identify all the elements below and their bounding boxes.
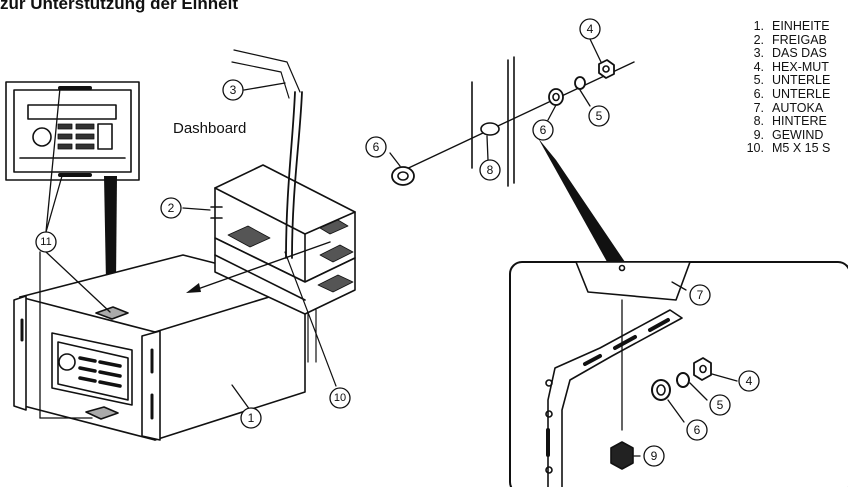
legend-item: 5. UNTERLE <box>738 73 831 88</box>
threaded-bolt <box>399 61 635 173</box>
legend-item: 3. DAS DAS <box>738 47 830 61</box>
callout-6-rod: 6 <box>540 123 547 137</box>
pointer-wedge-top <box>104 176 117 282</box>
callout-6-detail: 6 <box>694 423 701 437</box>
callout-3: 3 <box>230 83 237 97</box>
washer-middle <box>391 166 415 186</box>
legend-num: 9. <box>753 127 764 142</box>
legend-text: M5 X 15 S <box>772 141 831 156</box>
legend-text: DAS DAS <box>772 46 827 61</box>
callout-11: 11 <box>40 236 51 248</box>
callout-6: 6 <box>373 140 380 154</box>
legend-text: HINTERE <box>772 114 827 129</box>
callout-1: 1 <box>248 411 255 425</box>
legend-num: 5. <box>753 73 764 88</box>
pointer-wedge-detail <box>538 138 625 269</box>
callout-7: 7 <box>697 288 704 302</box>
dashboard-label: Dashboard <box>173 120 247 137</box>
legend-item: 9. GEWIND <box>738 127 830 143</box>
legend-item: 6. UNTERLE <box>738 86 831 102</box>
legend-item: 2. FREIGAB <box>738 32 830 48</box>
dashboard-edges <box>231 49 317 363</box>
legend-item: 4. HEX-MUT <box>738 59 830 75</box>
legend-num: 8. <box>753 114 764 129</box>
legend-num: 2. <box>753 32 764 47</box>
callout-11-leaders <box>39 87 111 419</box>
legend-num: 7. <box>753 100 764 115</box>
legend-num: 3. <box>753 46 764 61</box>
radio-unit <box>13 254 306 441</box>
legend-item: 7. AUTOKA <box>738 100 830 116</box>
callout-9: 9 <box>651 449 658 463</box>
detail-leaders <box>182 38 738 457</box>
mounting-sleeve <box>210 164 356 315</box>
rear-support <box>471 56 515 187</box>
callout-circles <box>35 18 760 467</box>
legend-item: 1. EINHEITE <box>738 19 830 34</box>
legend-text: GEWIND <box>772 127 824 142</box>
legend-text: AUTOKA <box>772 100 824 115</box>
arrow-10 <box>186 241 337 387</box>
front-panel-detail <box>5 81 140 181</box>
callout-10: 10 <box>334 392 346 404</box>
callout-4: 4 <box>587 22 594 36</box>
diagram-title: zur Unterstützung der Einheit <box>0 0 238 13</box>
legend-item: 10. M5 X 15 S <box>738 141 831 156</box>
legend-text: UNTERLE <box>772 86 831 101</box>
callout-4-detail: 4 <box>746 374 753 388</box>
legend-text: FREIGAB <box>772 32 827 47</box>
legend-num: 10. <box>746 141 764 156</box>
legend-num: 4. <box>753 59 764 74</box>
legend-text: UNTERLE <box>772 73 831 88</box>
callout-8: 8 <box>487 163 494 177</box>
legend-text: EINHEITE <box>772 19 830 33</box>
legend-num: 6. <box>753 86 764 101</box>
legend-text: HEX-MUT <box>772 59 829 74</box>
legend-num: 1. <box>753 19 764 33</box>
callout-2: 2 <box>168 201 175 215</box>
detail-box <box>509 261 848 487</box>
cable <box>285 91 303 259</box>
legend-item: 8. HINTERE <box>738 115 830 129</box>
hardware-top <box>548 59 615 106</box>
callout-5-detail: 5 <box>717 398 724 412</box>
callout-5: 5 <box>596 109 603 123</box>
parts-legend: 1. EINHEITE 2. FREIGAB 3. DAS DAS 4. HEX-MUT… <box>738 19 831 156</box>
